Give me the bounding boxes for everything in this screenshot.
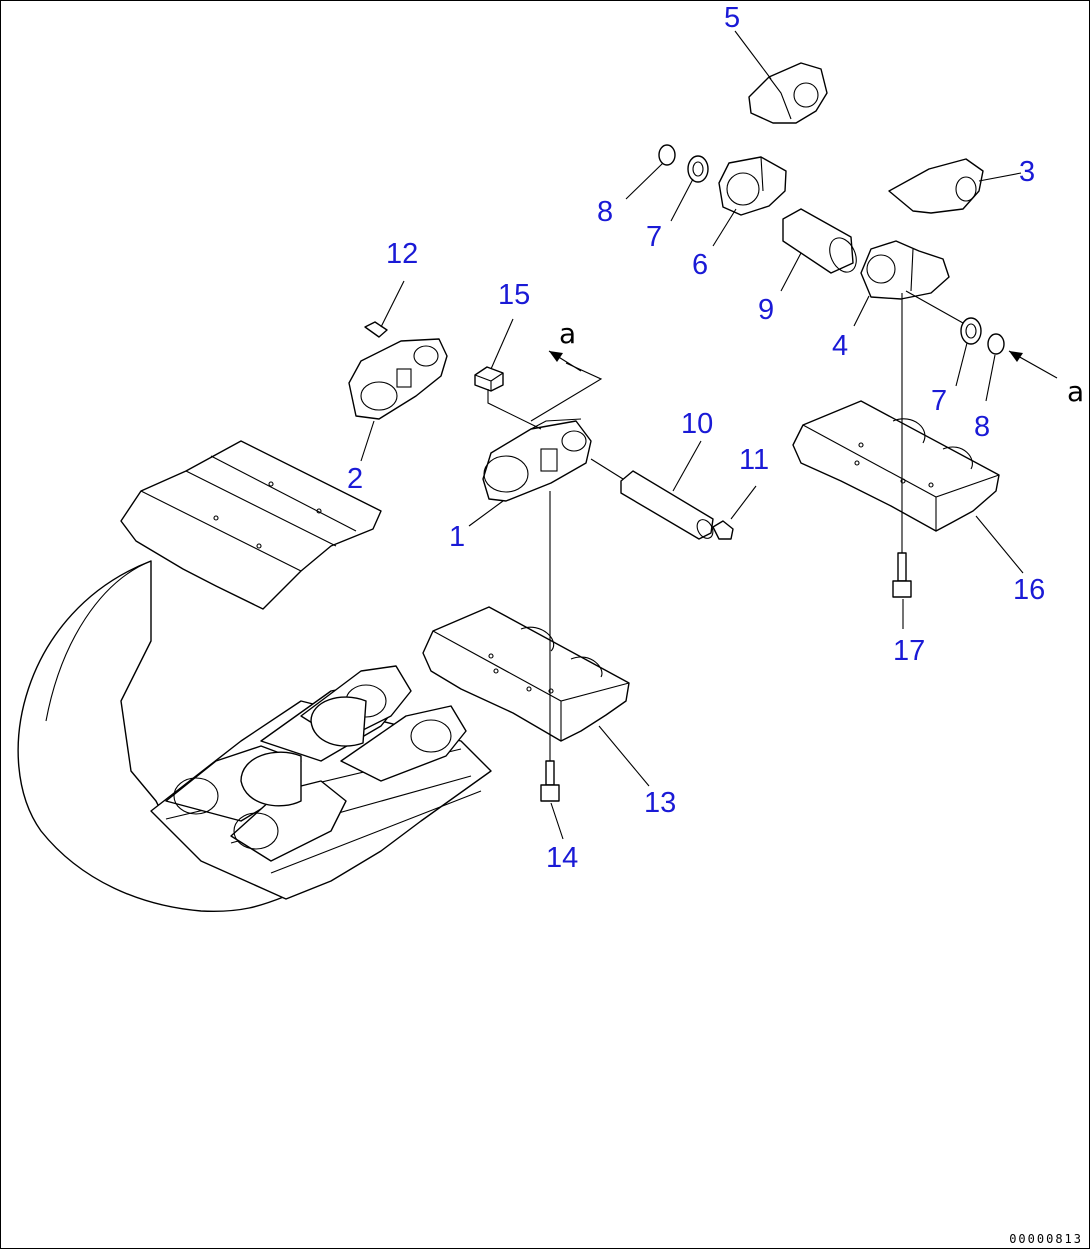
callout-5: 5 [724,2,740,34]
callout-4: 4 [832,330,848,362]
callout-labels: 5 3 8 7 6 9 4 7 8 16 17 12 15 10 11 2 1 … [347,2,1045,874]
part-3-link [888,158,984,214]
callout-7-upper: 7 [646,221,662,253]
callout-8-upper: 8 [597,196,613,228]
part-2-link [348,338,448,420]
assembly-lines [487,290,964,761]
part-8-bushing-right [987,333,1005,355]
callout-1: 1 [449,521,465,553]
callout-2: 2 [347,463,363,495]
callout-11: 11 [739,444,769,476]
part-10-pin [620,470,714,540]
callout-16: 16 [1013,574,1045,606]
part-11-spacer [712,520,734,540]
part-4-link [860,240,950,300]
drawing-number: 00000813 [1009,1232,1083,1246]
reference-a-right: a [1067,375,1084,408]
part-6-link [718,156,787,216]
part-5-link [748,62,828,124]
part-9-bushing [782,208,857,274]
callout-6: 6 [692,249,708,281]
reference-arrow-upper [548,350,582,372]
callout-17: 17 [893,635,925,667]
part-8-bushing-upper [658,144,676,166]
part-17-bolt [892,552,912,598]
track-assembly [17,440,492,913]
callout-10: 10 [681,408,713,440]
callout-8-right: 8 [974,411,990,443]
callout-7-right: 7 [931,385,947,417]
part-15-nut [474,366,504,392]
part-13-shoe [422,606,630,742]
callout-15: 15 [498,279,530,311]
part-7-seal-upper [687,155,709,183]
reference-a-upper: a [559,317,576,350]
part-16-shoe [792,400,1000,532]
part-14-bolt [540,760,560,802]
callout-13: 13 [644,787,676,819]
leader-lines [360,30,1024,840]
callout-12: 12 [386,238,418,270]
callout-9: 9 [758,294,774,326]
callout-3: 3 [1019,156,1035,188]
part-7-seal-right [960,317,982,345]
part-1-link [482,418,592,502]
reference-arrow-right [1008,350,1058,379]
part-12-bolt [364,321,388,338]
callout-14: 14 [546,842,578,874]
